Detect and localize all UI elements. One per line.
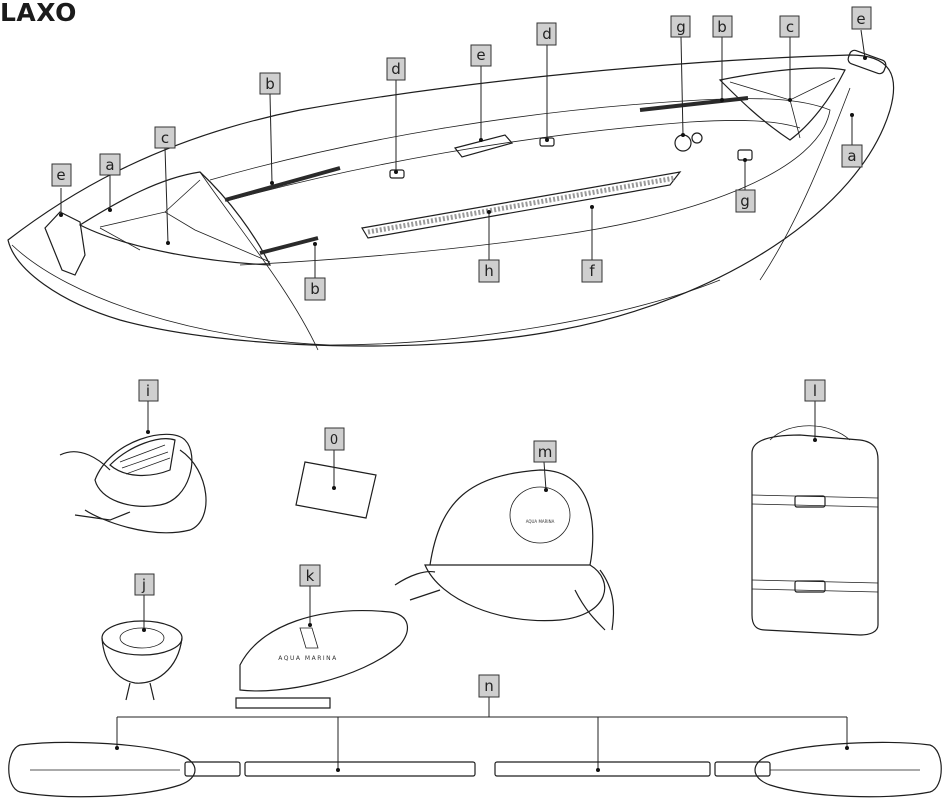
repair-kit-illustration — [235, 586, 408, 709]
label-k-text: k — [306, 567, 315, 585]
label-e-middle: e — [470, 44, 492, 67]
label-m: m — [533, 440, 557, 463]
label-e-text: e — [856, 10, 865, 28]
label-0-text: 0 — [330, 433, 338, 448]
label-g-top: g — [670, 15, 691, 38]
label-c-text: c — [161, 129, 169, 147]
label-a-left: a — [99, 153, 121, 176]
label-e-top-right: e — [851, 6, 872, 30]
carry-bag-illustration — [751, 401, 879, 636]
label-h-text: h — [484, 262, 494, 280]
pressure-gauge-illustration — [101, 595, 183, 701]
label-b-bottom: b — [304, 277, 326, 301]
label-e-text: e — [56, 166, 65, 184]
label-b-left: b — [259, 72, 281, 95]
label-h: h — [478, 259, 500, 283]
seat-logo-text: AQUA MARINA — [526, 519, 555, 524]
label-j: j — [134, 573, 155, 596]
label-f-text: f — [589, 262, 595, 280]
label-g-text: g — [740, 192, 750, 210]
kayak-seat-illustration — [394, 461, 615, 631]
label-l-text: l — [813, 382, 817, 400]
label-d-text: d — [542, 25, 552, 43]
label-d-left: d — [386, 57, 406, 81]
label-a-right: a — [841, 144, 863, 168]
label-d-right: d — [536, 22, 557, 46]
document-illustration — [295, 450, 377, 519]
label-a-text: a — [847, 147, 856, 165]
label-c-left: c — [154, 126, 176, 149]
label-e-text: e — [476, 46, 485, 64]
label-g-right: g — [735, 189, 756, 213]
label-m-text: m — [538, 443, 553, 461]
paddle-illustration — [8, 697, 942, 798]
label-i: i — [138, 379, 159, 402]
label-c-text: c — [786, 18, 794, 36]
kayak-callouts — [59, 29, 867, 278]
label-n-text: n — [484, 677, 494, 695]
kayak-illustration — [7, 49, 895, 351]
label-k: k — [299, 564, 321, 587]
label-j-text: j — [141, 576, 146, 594]
label-n: n — [478, 674, 500, 698]
label-l: l — [804, 379, 826, 402]
label-b-text: b — [717, 18, 727, 36]
label-b-text: b — [310, 280, 320, 298]
label-g-text: g — [676, 18, 686, 36]
label-b-top: b — [712, 15, 733, 38]
repair-kit-logo-text: AQUA MARINA — [278, 655, 337, 662]
label-b-text: b — [265, 75, 275, 93]
foot-pump-illustration — [59, 401, 207, 534]
label-a-text: a — [105, 156, 114, 174]
label-i-text: i — [146, 382, 150, 400]
label-d-text: d — [391, 60, 401, 78]
brand-title: LAXO — [0, 0, 77, 27]
label-0: 0 — [324, 427, 345, 451]
label-e-left: e — [51, 163, 72, 187]
label-c-top: c — [779, 15, 800, 38]
label-f: f — [581, 259, 603, 283]
